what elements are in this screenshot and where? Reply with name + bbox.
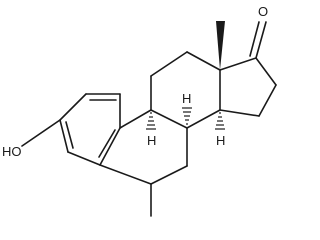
bond-c12-c13 bbox=[186, 51, 221, 71]
ring-b bbox=[99, 109, 188, 185]
ring-a-aromatic bbox=[59, 93, 121, 166]
c13-methyl-wedge bbox=[216, 21, 225, 70]
bond-c16-c15 bbox=[258, 84, 277, 117]
bond-c17-c16 bbox=[255, 57, 277, 86]
ketone-oxygen-label: O bbox=[258, 4, 268, 19]
bond-c15-c14 bbox=[219, 109, 260, 117]
bond-c4-c5 bbox=[67, 151, 101, 166]
bond-c13-c17 bbox=[219, 57, 257, 71]
h9-label: H bbox=[147, 133, 156, 148]
ring-d bbox=[219, 57, 277, 117]
bond-c5-c10 bbox=[99, 127, 121, 166]
h8-label: H bbox=[182, 91, 191, 106]
h9-hashed-bond bbox=[146, 112, 156, 130]
h14-label: H bbox=[216, 133, 225, 148]
bond-c3-oh bbox=[21, 119, 61, 147]
bond-c3-c4-inner bbox=[65, 121, 74, 149]
ring-c bbox=[150, 51, 221, 129]
bond-c17-o bbox=[255, 21, 267, 59]
bond-c2-c3 bbox=[59, 93, 87, 121]
bond-c7-c6 bbox=[150, 165, 188, 185]
bond-c14-c8 bbox=[186, 109, 221, 129]
bond-c6-c5 bbox=[99, 164, 152, 185]
h14-hashed-bond bbox=[215, 112, 225, 130]
bond-c17-o-second bbox=[249, 21, 260, 57]
h8-hashed-bond bbox=[182, 107, 192, 125]
bond-c10-c9 bbox=[119, 109, 152, 129]
bond-c9-c8 bbox=[150, 109, 188, 129]
hydroxyl-label: HO bbox=[2, 144, 22, 159]
bond-c5-c10-inner bbox=[98, 129, 116, 158]
bond-c3-c4 bbox=[59, 119, 69, 153]
bond-c11-c12 bbox=[150, 51, 188, 77]
molecule-structure: HO O H bbox=[2, 4, 277, 217]
